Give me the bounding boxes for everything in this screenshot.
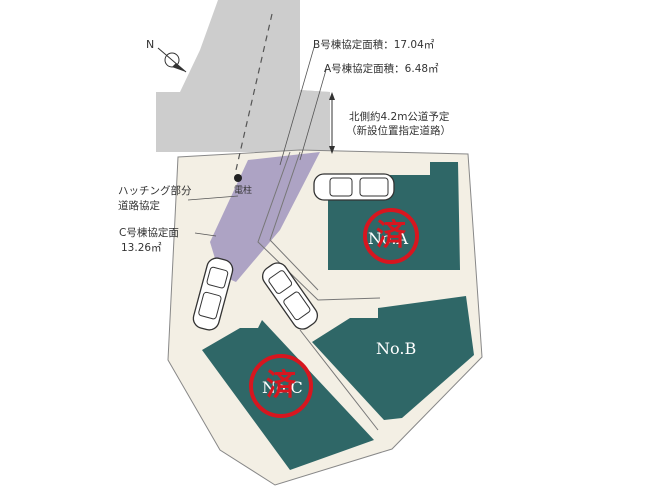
car-left (192, 257, 234, 331)
lot-a-label: No.A (368, 229, 408, 248)
car-top (313, 173, 395, 201)
b-agreement-label: B号棟協定面積：17.04㎡ (313, 39, 435, 51)
hatched-road-area (210, 152, 320, 282)
road-extension (300, 90, 330, 152)
lot-b-label: No.B (376, 339, 417, 358)
car-middle (261, 262, 319, 330)
lot-c-label: No.C (262, 378, 303, 397)
road-centerline (235, 13, 273, 171)
north-road-label-2: （新設位置指定道路） (346, 125, 451, 137)
c-agreement-label-2: 13.26㎡ (121, 242, 162, 254)
sold-stamp-c-ring (249, 354, 313, 418)
building-a (328, 162, 460, 270)
a-agreement-label: A号棟協定面積：6.48㎡ (324, 63, 439, 75)
existing-road (156, 0, 330, 152)
hatched-label-2: 道路協定 (118, 200, 160, 212)
leader-c (194, 232, 217, 237)
arrow-head-top (329, 92, 335, 100)
leader-hatch (187, 195, 239, 201)
leader-b (279, 43, 316, 166)
utility-pole-label: 電柱 (234, 186, 253, 196)
sold-stamp-a-ring (363, 208, 419, 264)
building-b (312, 296, 474, 420)
utility-pole-icon (234, 174, 242, 182)
building-c (202, 320, 374, 470)
sold-stamp-c: 済 (266, 368, 296, 403)
north-letter: N (146, 38, 155, 51)
lot-divider (299, 329, 379, 431)
north-compass-icon (157, 47, 187, 73)
leader-a (299, 69, 327, 161)
sold-stamp-a: 済 (376, 218, 406, 253)
hatched-label-1: ハッチング部分 (118, 185, 192, 197)
arrow-head-bottom (329, 146, 335, 154)
north-road-label-1: 北側約4.2m公道予定 (349, 111, 450, 123)
lot-boundary-line-2 (269, 151, 319, 291)
c-agreement-label-1: C号棟協定面 (119, 227, 179, 239)
